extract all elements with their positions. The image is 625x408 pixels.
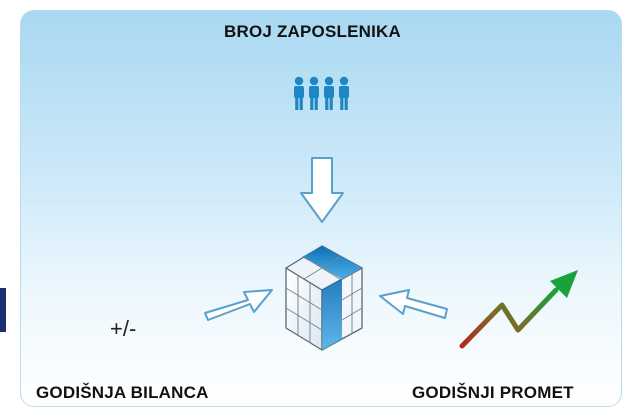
down-arrow-icon	[300, 157, 344, 223]
person-icon	[339, 76, 349, 110]
annual-turnover-label: GODIŠNJI PROMET	[412, 383, 574, 402]
person-icon	[309, 76, 319, 110]
person-icon	[324, 76, 334, 110]
person-icon	[294, 76, 304, 110]
employees-label: BROJ ZAPOSLENIKA	[224, 22, 401, 41]
growth-trend-arrow-icon	[459, 270, 578, 349]
office-building-cube-icon	[285, 245, 363, 351]
right-arrow-icon	[204, 289, 273, 321]
balance-symbol: +/-	[110, 316, 137, 341]
annual-balance-label: GODIŠNJA BILANCA	[36, 383, 209, 402]
left-edge-marker	[0, 288, 6, 332]
people-group-icon	[294, 76, 349, 110]
left-arrow-icon	[379, 289, 448, 319]
